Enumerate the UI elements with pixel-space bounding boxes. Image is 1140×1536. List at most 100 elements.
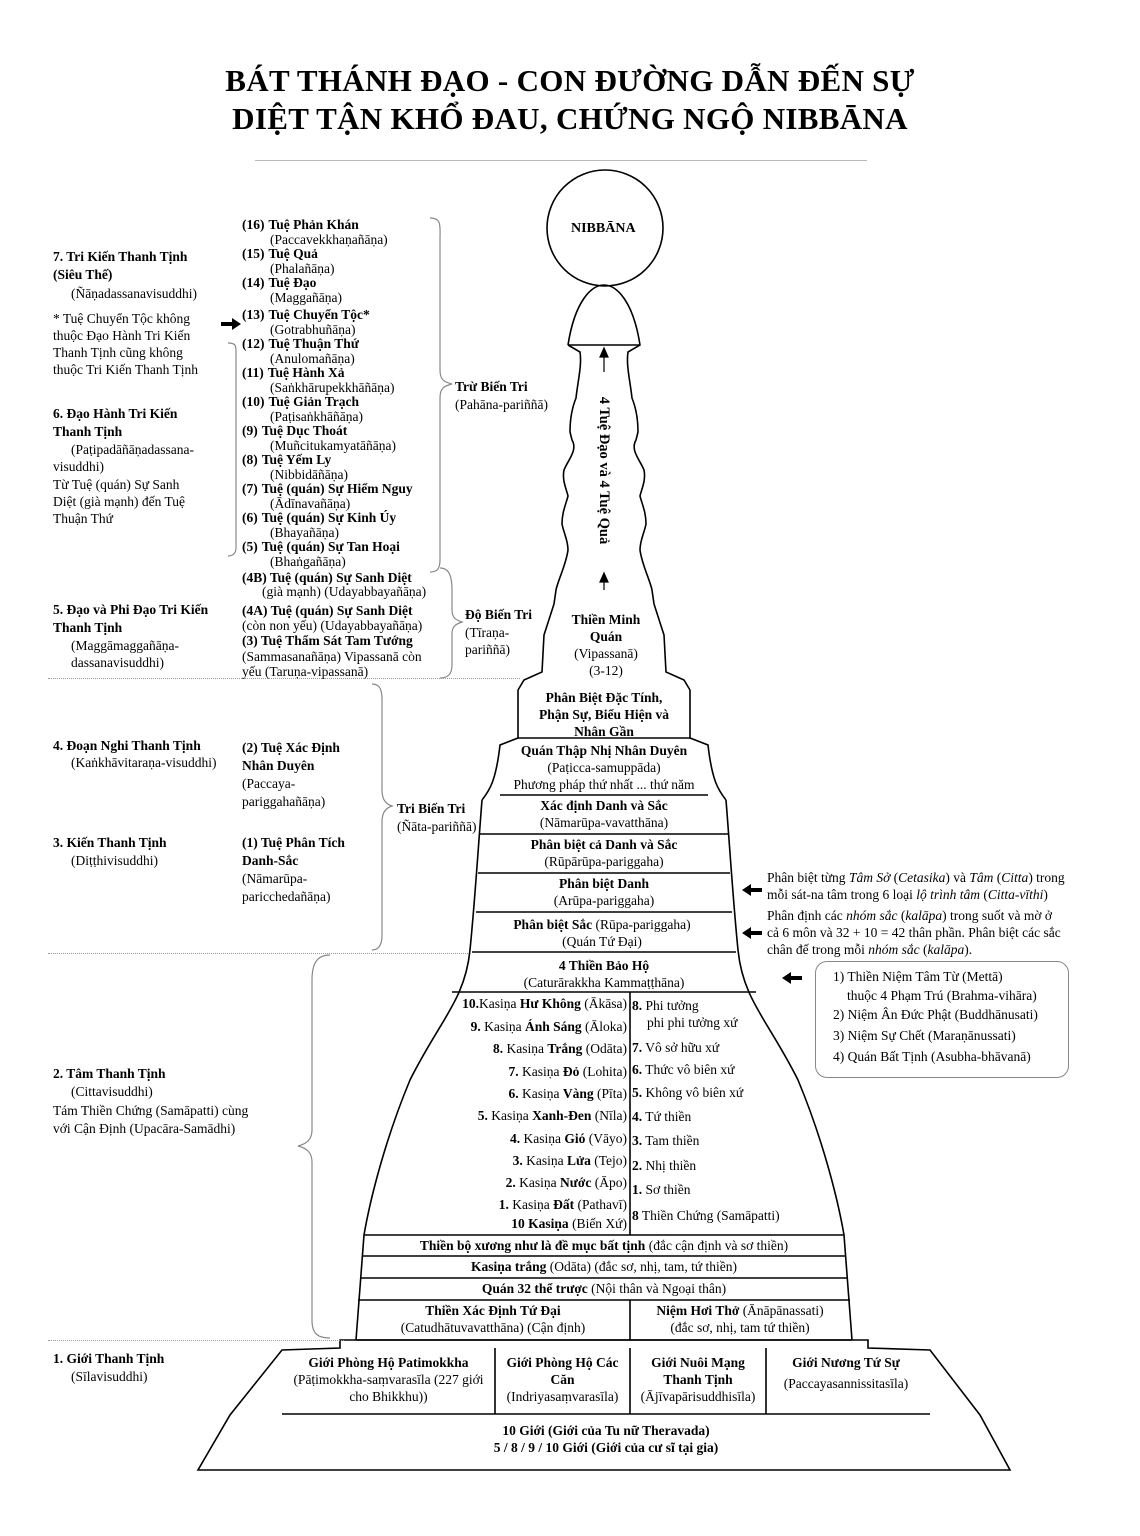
- insight-7-name: (9)Tuệ Dục Thoát: [242, 423, 348, 438]
- kasina-item: 3. Kasiṇa Lửa (Tejo): [512, 1153, 627, 1168]
- stage-2-title: 2. Tâm Thanh Tịnh: [53, 1066, 166, 1081]
- stage-4-title: 4. Đoạn Nghi Thanh Tịnh: [53, 738, 201, 753]
- jhana-item: 3. Tam thiền: [632, 1133, 700, 1148]
- insight-8-pali: (Nibbidāñāṇa): [270, 467, 348, 482]
- insight-7-pali: (Muñcitukamyatāñāṇa): [270, 438, 396, 453]
- insight-1-name: (15)Tuệ Quả: [242, 246, 318, 261]
- insight-2-pali: (Maggañāṇa): [270, 290, 342, 305]
- stage-6-desc-2: Diệt (già mạnh) đến Tuệ: [53, 494, 185, 509]
- jhana-item: 7. Vô sở hữu xứ: [632, 1040, 720, 1055]
- base-precepts-nuns: 10 Giới (Giới của Tu nữ Theravada): [502, 1423, 710, 1438]
- insight-2-name-2: Nhân Duyên: [242, 758, 315, 773]
- investigation-understanding-pali: (Tīraṇa-: [465, 625, 510, 640]
- jhana-item: 2. Nhị thiền: [632, 1158, 697, 1173]
- stage-5-sub: Thanh Tịnh: [53, 620, 123, 635]
- kasina-item: 2. Kasiṇa Nước (Āpo): [505, 1175, 627, 1190]
- stage-3-title: 3. Kiến Thanh Tịnh: [53, 835, 167, 850]
- stupa-base: [196, 1339, 1012, 1471]
- insight-9-name: (7)Tuệ (quán) Sự Hiểm Nguy: [242, 481, 413, 496]
- insight-5-name: (11)Tuệ Hành Xả: [242, 365, 345, 380]
- abandon-understanding: Trừ Biến Tri: [455, 379, 528, 394]
- arrow-13: [221, 318, 241, 330]
- nibbana-circle: [546, 169, 664, 287]
- insight-4-pali: (Anulomañāṇa): [270, 351, 355, 366]
- stage-2-desc-2: với Cận Định (Upacāra-Samādhi): [53, 1121, 236, 1136]
- kasina-item: 7. Kasiṇa Đỏ (Lohita): [508, 1064, 627, 1079]
- sila-patimokkha: Giới Phòng Hộ Patimokkha(Pāṭimokkha-saṃv…: [293, 1355, 484, 1404]
- paticca-block: Quán Thập Nhị Nhân Duyên (Paṭicca-samupp…: [513, 743, 695, 792]
- insight-9-pali: (Ādīnavañāṇa): [270, 496, 351, 511]
- stage-1-pali: (Sīlavisuddhi): [71, 1369, 148, 1384]
- investigation-understanding-pali-2: pariññā): [465, 642, 510, 657]
- gotrabhu-note-1: * Tuệ Chuyển Tộc không: [53, 311, 191, 326]
- kasina-total: 10 Kasiṇa (Biến Xứ): [511, 1216, 627, 1231]
- nibbana-label: NIBBĀNA: [571, 221, 636, 236]
- insight-4-name: (12)Tuệ Thuận Thứ: [242, 336, 359, 351]
- insight-6-name: (10)Tuệ Giản Trạch: [242, 394, 360, 409]
- arupa-note: Phân biệt từng Tâm Sở (Cetasika) và Tâm …: [767, 870, 1065, 902]
- insight-4a-name: (4A) Tuệ (quán) Sự Sanh Diệt: [242, 603, 413, 618]
- title-divider: [255, 160, 867, 161]
- insight-1-pali: (Phalañāṇa): [270, 261, 335, 276]
- stage-6-sub: Thanh Tịnh: [53, 424, 123, 439]
- insight-6-pali: (Paṭisaṅkhāñāṇa): [270, 409, 363, 424]
- insight-10-pali: (Bhayañāṇa): [270, 525, 339, 540]
- insight-4b-name: (4B) Tuệ (quán) Sự Sanh Diệt: [242, 570, 412, 585]
- jhana-item: 5. Không vô biên xứ: [632, 1085, 744, 1100]
- kasina-item: 8. Kasiṇa Trắng (Odāta): [493, 1041, 627, 1056]
- gotrabhu-note-4: thuộc Tri Kiến Thanh Tịnh: [53, 362, 199, 377]
- insight-3-pali: (Gotrabhuñāṇa): [270, 322, 356, 337]
- namarupa-definition-row: Xác định Danh và Sắc(Nāmarūpa-vavatthāna…: [539, 798, 669, 830]
- kasina-item: 9. Kasiṇa Ánh Sáng (Āloka): [470, 1019, 627, 1034]
- protect-1b: thuộc 4 Phạm Trú (Brahma-vihāra): [847, 988, 1037, 1003]
- insight-4a-pali: (còn non yếu) (Udayabbayañāṇa): [242, 618, 423, 633]
- insight-8-name: (8)Tuệ Yếm Ly: [242, 452, 332, 467]
- protect-2: 2) Niệm Ân Đức Phật (Buddhānusati): [833, 1007, 1038, 1022]
- four-elements-block: Thiền Xác Định Tứ Đại(Catudhātuvavatthān…: [400, 1303, 586, 1335]
- stage-4-pali: (Kaṅkhāvitaraṇa-visuddhi): [71, 755, 217, 770]
- known-understanding: Tri Biến Tri: [397, 801, 466, 816]
- insight-2-name: (2) Tuệ Xác Định: [242, 740, 340, 755]
- gotrabhu-note-3: Thanh Tịnh cũng không: [53, 345, 183, 360]
- kasina-item: 5. Kasiṇa Xanh-Đen (Nīla): [477, 1108, 627, 1123]
- insight-1-pali: (Nāmarūpa-: [242, 871, 308, 886]
- insight-3-name: (13)Tuệ Chuyển Tộc*: [242, 307, 370, 322]
- arrow-rupa: [742, 927, 762, 939]
- stupa-left-side: [355, 799, 483, 1341]
- gotrabhu-note-2: thuộc Đạo Hành Tri Kiến: [53, 328, 191, 343]
- stage-7-pali: (Ñāṇadassanavisuddhi): [71, 286, 197, 301]
- base-precepts-laity: 5 / 8 / 9 / 10 Giới (Giới của cư sĩ tại …: [493, 1440, 719, 1455]
- insight-4b-pali: (già mạnh) (Udayabbayañāṇa): [262, 584, 427, 599]
- stupa-right-side: [725, 799, 853, 1341]
- kasina-item: 1. Kasiṇa Đất (Pathavī): [498, 1197, 627, 1212]
- stage-5-pali: (Maggāmaggañāṇa-: [71, 638, 179, 653]
- arrow-arupa: [742, 884, 762, 896]
- insight-5-pali: (Saṅkhārupekkhāñāṇa): [270, 380, 395, 395]
- vipassana-block: Thiền Minh Quán (Vipassanā) (3-12): [571, 612, 641, 678]
- stage-7-sub: (Siêu Thế): [53, 267, 113, 282]
- insight-1-name-2: Danh-Sắc: [242, 853, 299, 868]
- separator-1: [48, 678, 520, 679]
- base-precepts: 10 Giới (Giới của Tu nữ Theravada) 5 / 8…: [282, 1422, 930, 1456]
- arupa-row: Phân biệt Danh(Arūpa-pariggaha): [553, 876, 655, 908]
- insight-0-pali: (Paccavekkhaṇañāṇa): [270, 232, 388, 247]
- protective-meditations-box: [815, 961, 1069, 1078]
- stage-6-pali: (Paṭipadāñāṇadassana-: [71, 442, 194, 457]
- body-parts-row: Quán 32 thể trược (Nội thân và Ngoại thâ…: [481, 1281, 727, 1296]
- insight-2-pali-2: pariggahañāṇa): [242, 794, 326, 809]
- stage-2-pali: (Cittavisuddhi): [71, 1084, 153, 1099]
- breathing-block: Niệm Hơi Thở (Ānāpānassati) (đắc sơ, nhị…: [656, 1303, 824, 1335]
- title-line-2: DIỆT TẬN KHỔ ĐAU, CHỨNG NGỘ NIBBĀNA: [232, 101, 908, 136]
- protective-meditations-row: 4 Thiền Bảo Hộ(Caturārakkha Kammaṭṭhāna): [523, 958, 685, 990]
- sila-paccaya: Giới Nương Tứ Sự(Paccayasannissitasīla): [783, 1355, 909, 1391]
- insight-2-name: (14)Tuệ Đạo: [242, 275, 317, 290]
- jhana-total: 8 Thiền Chứng (Samāpatti): [632, 1208, 780, 1223]
- rupa-row: Phân biệt Sắc (Rūpa-pariggaha) (Quán Tứ …: [513, 917, 691, 949]
- insight-3-pali: (Sammasanañāṇa) Vipassanā còn: [242, 649, 422, 664]
- page-title: BÁT THÁNH ĐẠO - CON ĐƯỜNG DẪN ĐẾN SỰ DIỆ…: [120, 62, 1020, 138]
- stage-7-title: 7. Tri Kiến Thanh Tịnh: [53, 249, 188, 264]
- jhana-item: 4. Tứ thiền: [632, 1109, 692, 1124]
